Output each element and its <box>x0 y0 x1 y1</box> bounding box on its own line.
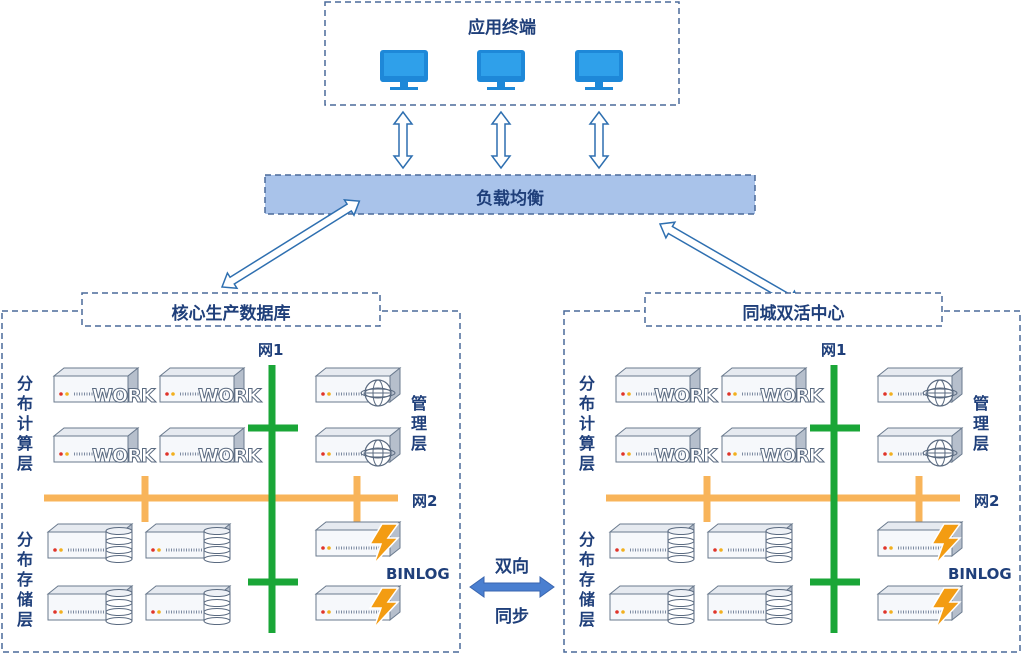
net1-label-right: 网1 <box>821 341 847 359</box>
arrow-terminal-lb <box>393 111 413 169</box>
work-text: WORK <box>92 385 157 407</box>
work-text: WORK <box>760 445 825 467</box>
binlog-label-right: BINLOG <box>948 565 1012 583</box>
compute-server-icon: WORK <box>614 366 720 408</box>
mgmt-layer-label-right: 管理层 <box>972 394 989 453</box>
compute-server-icon: WORK <box>158 426 264 468</box>
monitor-icon <box>477 50 525 90</box>
compute-server-icon: WORK <box>52 426 158 468</box>
compute-layer-label-right: 分布计算层 <box>578 374 595 473</box>
disk-stack-icon <box>667 527 695 563</box>
storage-layer-label-left: 分布存储层 <box>16 530 33 629</box>
net1-label-left: 网1 <box>258 341 284 359</box>
sync-arrow <box>469 576 555 598</box>
site-title-left: 核心生产数据库 <box>171 304 291 324</box>
site-right-graphics: WORK WORK WORK WORK <box>606 365 964 633</box>
disk-stack-icon <box>203 589 231 625</box>
compute-server-icon: WORK <box>720 366 826 408</box>
compute-server-icon: WORK <box>52 366 158 408</box>
load-balancer-label: 负载均衡 <box>476 189 544 209</box>
terminal-frame <box>324 1 680 106</box>
work-text: WORK <box>654 385 719 407</box>
work-text: WORK <box>92 445 157 467</box>
disk-stack-icon <box>105 527 133 563</box>
site-frame-right <box>563 310 1021 653</box>
sync-label-bottom: 同步 <box>495 607 529 627</box>
site-title-box-right <box>644 292 943 327</box>
work-text: WORK <box>760 385 825 407</box>
monitor-icon <box>380 50 428 90</box>
disk-stack-icon <box>765 589 793 625</box>
compute-layer-label-left: 分布计算层 <box>16 374 33 473</box>
site-left-graphics: WORK WORK WORK WORK <box>44 365 402 633</box>
sync-label-top: 双向 <box>495 557 529 577</box>
binlog-label-left: BINLOG <box>386 565 450 583</box>
mgmt-layer-label-left: 管理层 <box>410 394 427 453</box>
compute-server-icon: WORK <box>720 426 826 468</box>
arrow-terminal-lb <box>589 111 609 169</box>
work-text: WORK <box>198 385 263 407</box>
compute-server-icon: WORK <box>614 426 720 468</box>
work-text: WORK <box>654 445 719 467</box>
disk-stack-icon <box>765 527 793 563</box>
disk-stack-icon <box>105 589 133 625</box>
monitor-icon <box>575 50 623 90</box>
compute-server-icon: WORK <box>158 366 264 408</box>
arrow-lb-left <box>220 199 361 290</box>
net2-label-right: 网2 <box>974 492 1000 510</box>
disk-stack-icon <box>667 589 695 625</box>
arrow-terminal-lb <box>491 111 511 169</box>
site-title-box-left <box>81 292 381 327</box>
net2-label-left: 网2 <box>412 492 438 510</box>
site-title-right: 同城双活中心 <box>742 304 845 324</box>
terminal-title: 应用终端 <box>468 18 536 38</box>
work-text: WORK <box>198 445 263 467</box>
storage-layer-label-right: 分布存储层 <box>578 530 595 629</box>
disk-stack-icon <box>203 527 231 563</box>
